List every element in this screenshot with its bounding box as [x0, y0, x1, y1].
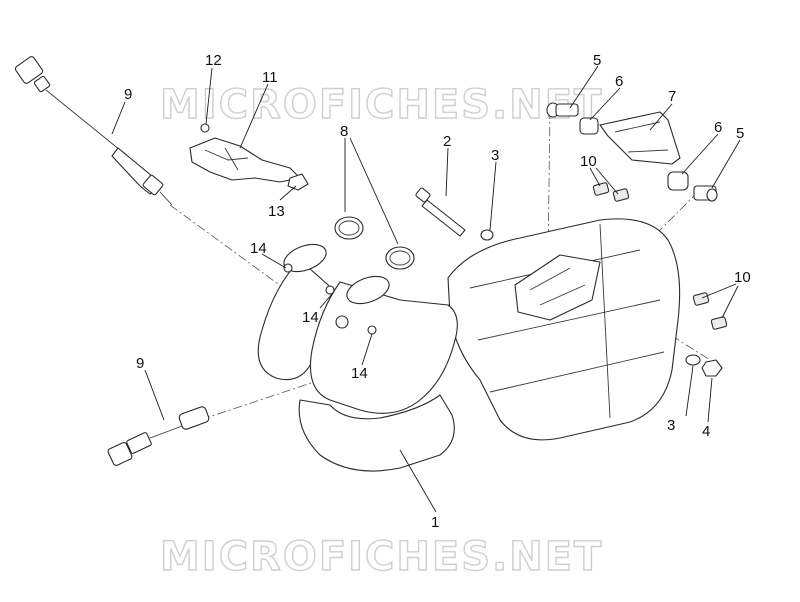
callout-3-bottom: 3 — [667, 417, 675, 434]
callout-9-bottom: 9 — [136, 355, 144, 372]
exhaust-assembly — [257, 218, 681, 472]
callout-6-right: 6 — [714, 119, 722, 136]
bolt — [415, 187, 466, 237]
callout-5-right: 5 — [736, 125, 744, 142]
lambda-sensor-top — [14, 56, 173, 206]
callout-4: 4 — [702, 423, 710, 440]
callout-labels: 1 2 3 3 4 5 5 6 6 7 8 9 9 10 10 11 12 13… — [124, 52, 751, 531]
callout-12: 12 — [205, 52, 222, 69]
callout-11: 11 — [262, 69, 278, 86]
callout-10-top: 10 — [580, 153, 597, 170]
clips — [592, 182, 728, 330]
nut — [701, 359, 723, 377]
callout-13: 13 — [268, 203, 285, 220]
callout-10-bottom: 10 — [734, 269, 751, 286]
heat-shield-bracket — [189, 123, 309, 191]
callout-5-left: 5 — [593, 52, 601, 69]
callout-14-low: 14 — [351, 365, 368, 382]
lambda-sensor-bottom — [107, 406, 210, 466]
washers — [480, 229, 701, 366]
callout-3-top: 3 — [491, 147, 499, 164]
callout-1: 1 — [431, 514, 439, 531]
callout-7: 7 — [668, 88, 676, 105]
callout-8: 8 — [340, 123, 348, 140]
mounting-hardware — [546, 102, 718, 202]
gaskets — [334, 216, 415, 270]
callout-14-top: 14 — [250, 240, 267, 257]
callout-14-mid: 14 — [302, 309, 319, 326]
leader-lines — [111, 65, 741, 513]
watermark-bottom: MICROFICHES.NET — [160, 534, 603, 580]
callout-9-top: 9 — [124, 86, 132, 103]
callout-6-left: 6 — [615, 73, 623, 90]
watermark-top: MICROFICHES.NET — [160, 82, 603, 128]
callout-2: 2 — [443, 133, 451, 150]
